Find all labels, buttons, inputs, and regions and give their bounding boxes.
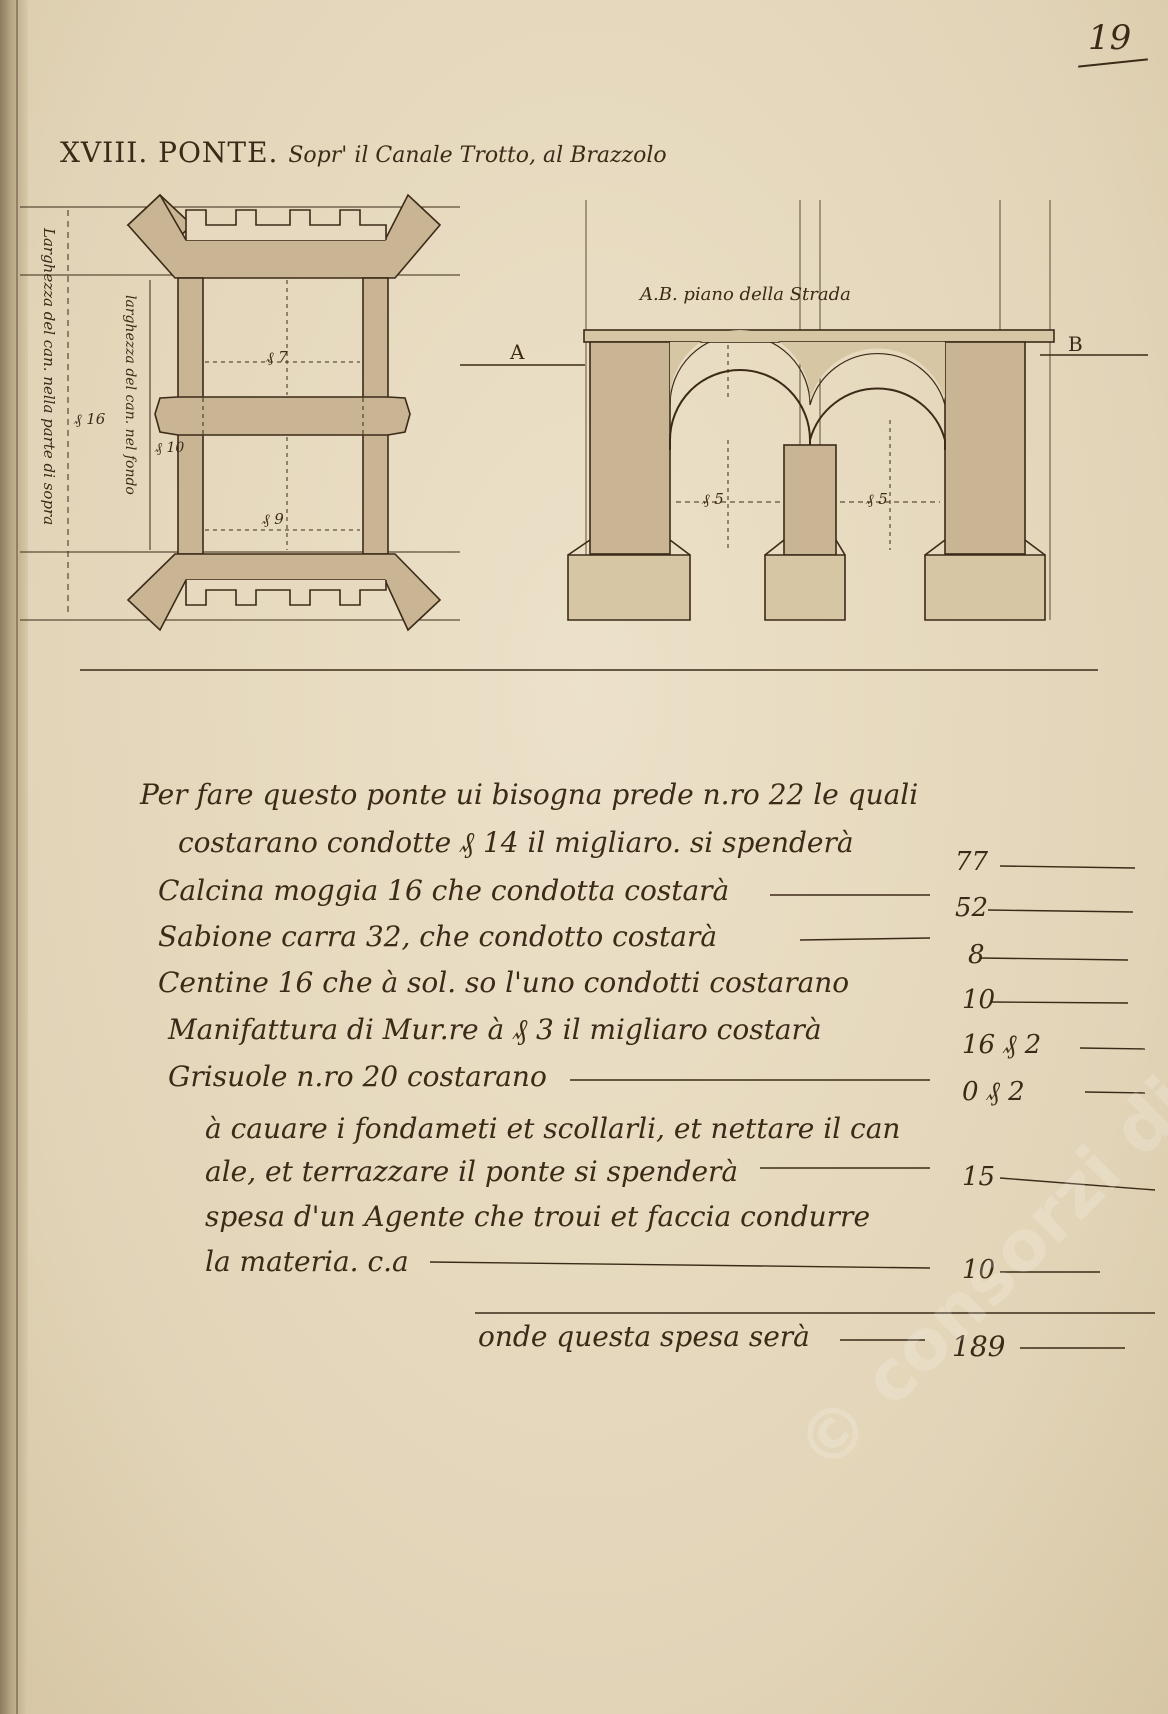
estimate-amount-5: 10 [962,985,996,1015]
estimate-line-5: Centine 16 che à sol. so l'uno condotti … [158,966,850,999]
estimate-amount-6: 16 ₰ 2 [962,1030,1042,1060]
estimate-amount-7: 0 ₰ 2 [962,1077,1025,1107]
plan-dim-9: ₰ 9 [262,510,284,528]
point-a-label: A [510,340,525,364]
left-arch-span: ₰ 5 [702,490,724,508]
estimate-line-6: Manifattura di Mur.re à ₰ 3 il migliaro … [168,1013,822,1046]
estimate-amount-9: 15 [962,1162,996,1192]
right-arch-span: ₰ 5 [866,490,888,508]
plan-outer-width-value: ₰ 16 [74,410,106,428]
total-amount: 189 [952,1330,1006,1363]
plan-dim-7: ₰ 7 [266,348,288,366]
point-b-label: B [1068,332,1083,356]
bridge-number: XVIII. PONTE. [60,136,279,169]
road-level-label: A.B. piano della Strada [640,284,851,305]
bridge-plan [67,193,442,632]
estimate-line-2: costarano condotte ₰ 14 il migliaro. si … [178,826,854,859]
estimate-line-1: Per fare questo ponte ui bisogna prede n… [140,778,919,811]
estimate-line-11: la materia. c.a [205,1245,409,1278]
estimate-line-10: spesa d'un Agente che troui et faccia co… [205,1200,871,1233]
binding-gutter [0,0,28,1714]
binding-edge [16,0,18,1714]
estimate-line-4: Sabione carra 32, che condotto costarà [158,920,718,953]
bridge-location: Sopr' il Canale Trotto, al Brazzolo [288,143,667,168]
bridge-elevation [460,200,1148,621]
page-title: XVIII. PONTE. Sopr' il Canale Trotto, al… [60,136,667,169]
total-label: onde questa spesa serà [478,1320,810,1353]
estimate-amount-2: 77 [955,847,989,877]
estimate-amount-3: 52 [955,893,989,923]
estimate-amount-11: 10 [962,1255,996,1285]
estimate-line-9: ale, et terrazzare il ponte si spenderà [205,1155,739,1188]
estimate-amount-4: 8 [968,940,985,970]
plan-inner-width-value: ₰ 10 [155,440,185,456]
folio-number: 19 [1088,18,1132,58]
estimate-line-3: Calcina moggia 16 che condotta costarà [158,874,730,907]
estimate-line-8: à cauare i fondameti et scollarli, et ne… [205,1112,901,1145]
estimate-line-7: Grisuole n.ro 20 costarano [168,1060,547,1093]
